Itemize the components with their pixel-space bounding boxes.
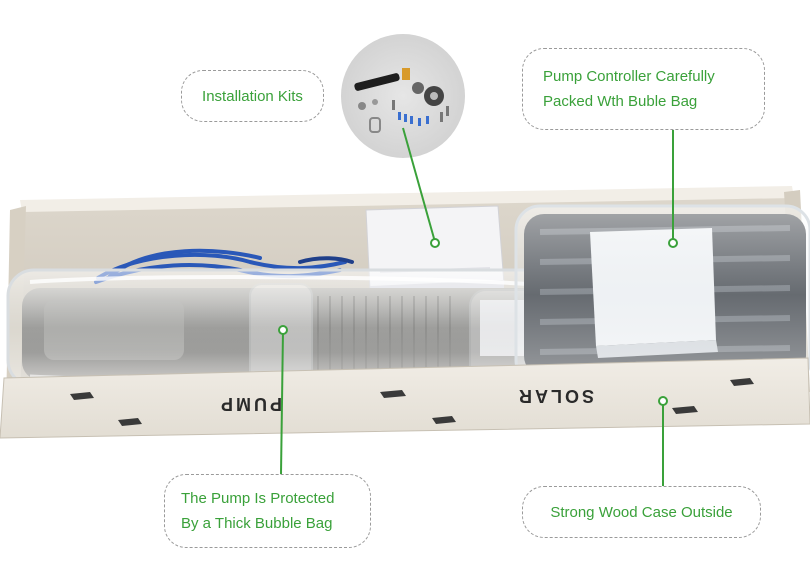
callout-pump-controller-text: Pump Controller Carefully Packed Wth Bub… [543, 64, 715, 114]
case-marker-dot [658, 396, 668, 406]
callout-pump-protected-line-2: By a Thick Bubble Bag [181, 515, 333, 532]
controller-bubble-bag [514, 204, 810, 386]
crate-front-board: PUMP SOLAR [0, 357, 810, 439]
crate-stamp-pump: PUMP [218, 394, 282, 414]
callout-wood-case-text: Strong Wood Case Outside [550, 503, 733, 521]
leader-lines [280, 127, 674, 486]
callout-installation-kits: Installation Kits [181, 70, 324, 122]
callout-pump-controller-line-1: Pump Controller Carefully [543, 68, 715, 85]
callout-pump-protected-line-1: The Pump Is Protected [181, 490, 335, 507]
callout-pump-controller-line-2: Packed Wth Buble Bag [543, 93, 698, 110]
callout-installation-kits-text: Installation Kits [202, 87, 303, 105]
callout-pump-protected-text: The Pump Is Protected By a Thick Bubble … [181, 486, 334, 536]
callout-pump-controller: Pump Controller Carefully Packed Wth Bub… [522, 48, 765, 130]
installation-kit-image [341, 34, 465, 158]
pump-marker-dot [278, 325, 288, 335]
callout-wood-case: Strong Wood Case Outside [522, 486, 761, 538]
controller-marker-dot [668, 238, 678, 248]
callout-pump-protected: The Pump Is Protected By a Thick Bubble … [164, 474, 371, 548]
leader-dots [278, 238, 678, 406]
crate-stamp-solar: SOLAR [516, 386, 594, 406]
kit-marker-dot [430, 238, 440, 248]
